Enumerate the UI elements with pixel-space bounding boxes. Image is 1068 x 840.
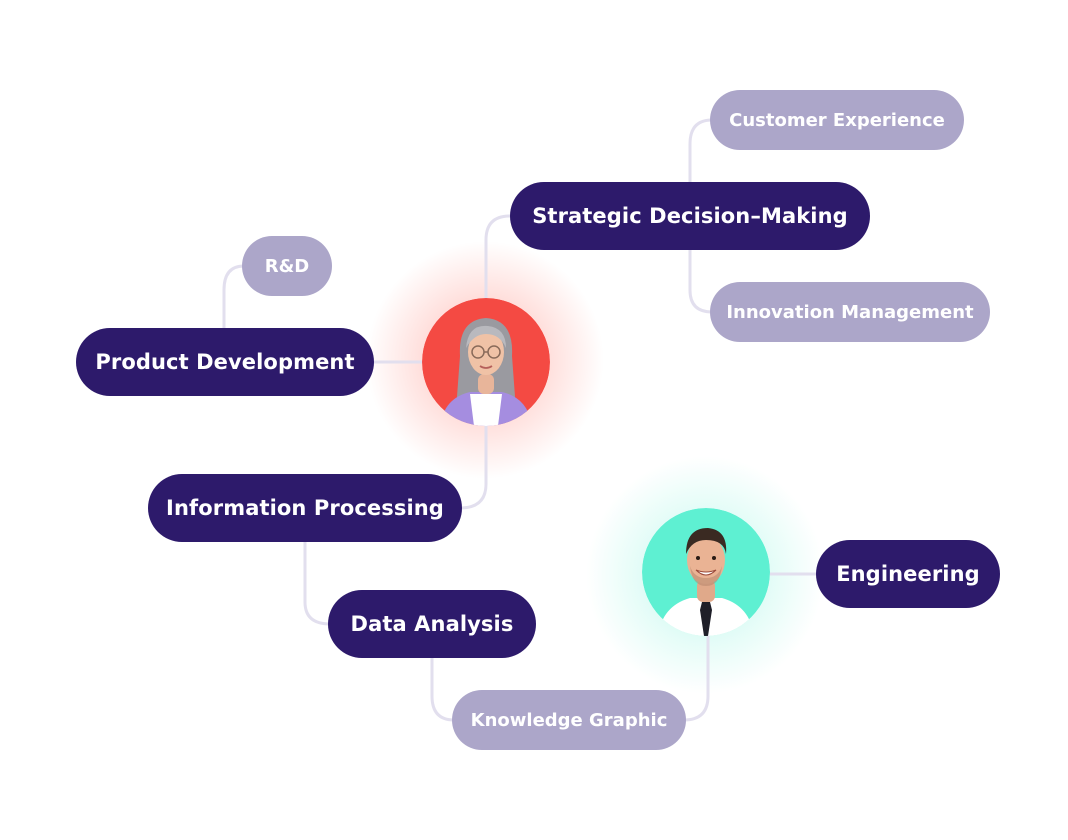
node-rd[interactable]: R&D (242, 236, 332, 296)
connector-info-data (303, 540, 332, 626)
node-label: Engineering (836, 562, 980, 586)
node-label: Customer Experience (729, 109, 945, 131)
woman-avatar-icon (422, 298, 550, 426)
man-avatar-icon (642, 508, 770, 636)
connector-woman-info (458, 424, 488, 510)
node-innovation-management[interactable]: Innovation Management (710, 282, 990, 342)
connector-woman-strategic (484, 214, 512, 300)
node-label: Knowledge Graphic (470, 709, 668, 731)
connector-man-knowledge (682, 634, 710, 722)
connector-data-knowledge (430, 656, 456, 722)
node-strategic-decision-making[interactable]: Strategic Decision–Making (510, 182, 870, 250)
node-label: Information Processing (166, 496, 444, 520)
node-label: Innovation Management (726, 301, 974, 323)
woman-avatar[interactable] (422, 298, 550, 426)
node-engineering[interactable]: Engineering (816, 540, 1000, 608)
node-label: Strategic Decision–Making (532, 204, 848, 228)
node-label: Data Analysis (350, 612, 514, 636)
node-label: R&D (264, 255, 310, 277)
connector-product-rd (222, 264, 246, 330)
man-avatar[interactable] (642, 508, 770, 636)
node-data-analysis[interactable]: Data Analysis (328, 590, 536, 658)
connector-strategic-customer (688, 118, 714, 186)
node-knowledge-graphic[interactable]: Knowledge Graphic (452, 690, 686, 750)
node-customer-experience[interactable]: Customer Experience (710, 90, 964, 150)
node-information-processing[interactable]: Information Processing (148, 474, 462, 542)
node-label: Product Development (95, 350, 355, 374)
node-product-development[interactable]: Product Development (76, 328, 374, 396)
connector-strategic-innovation (688, 248, 714, 314)
